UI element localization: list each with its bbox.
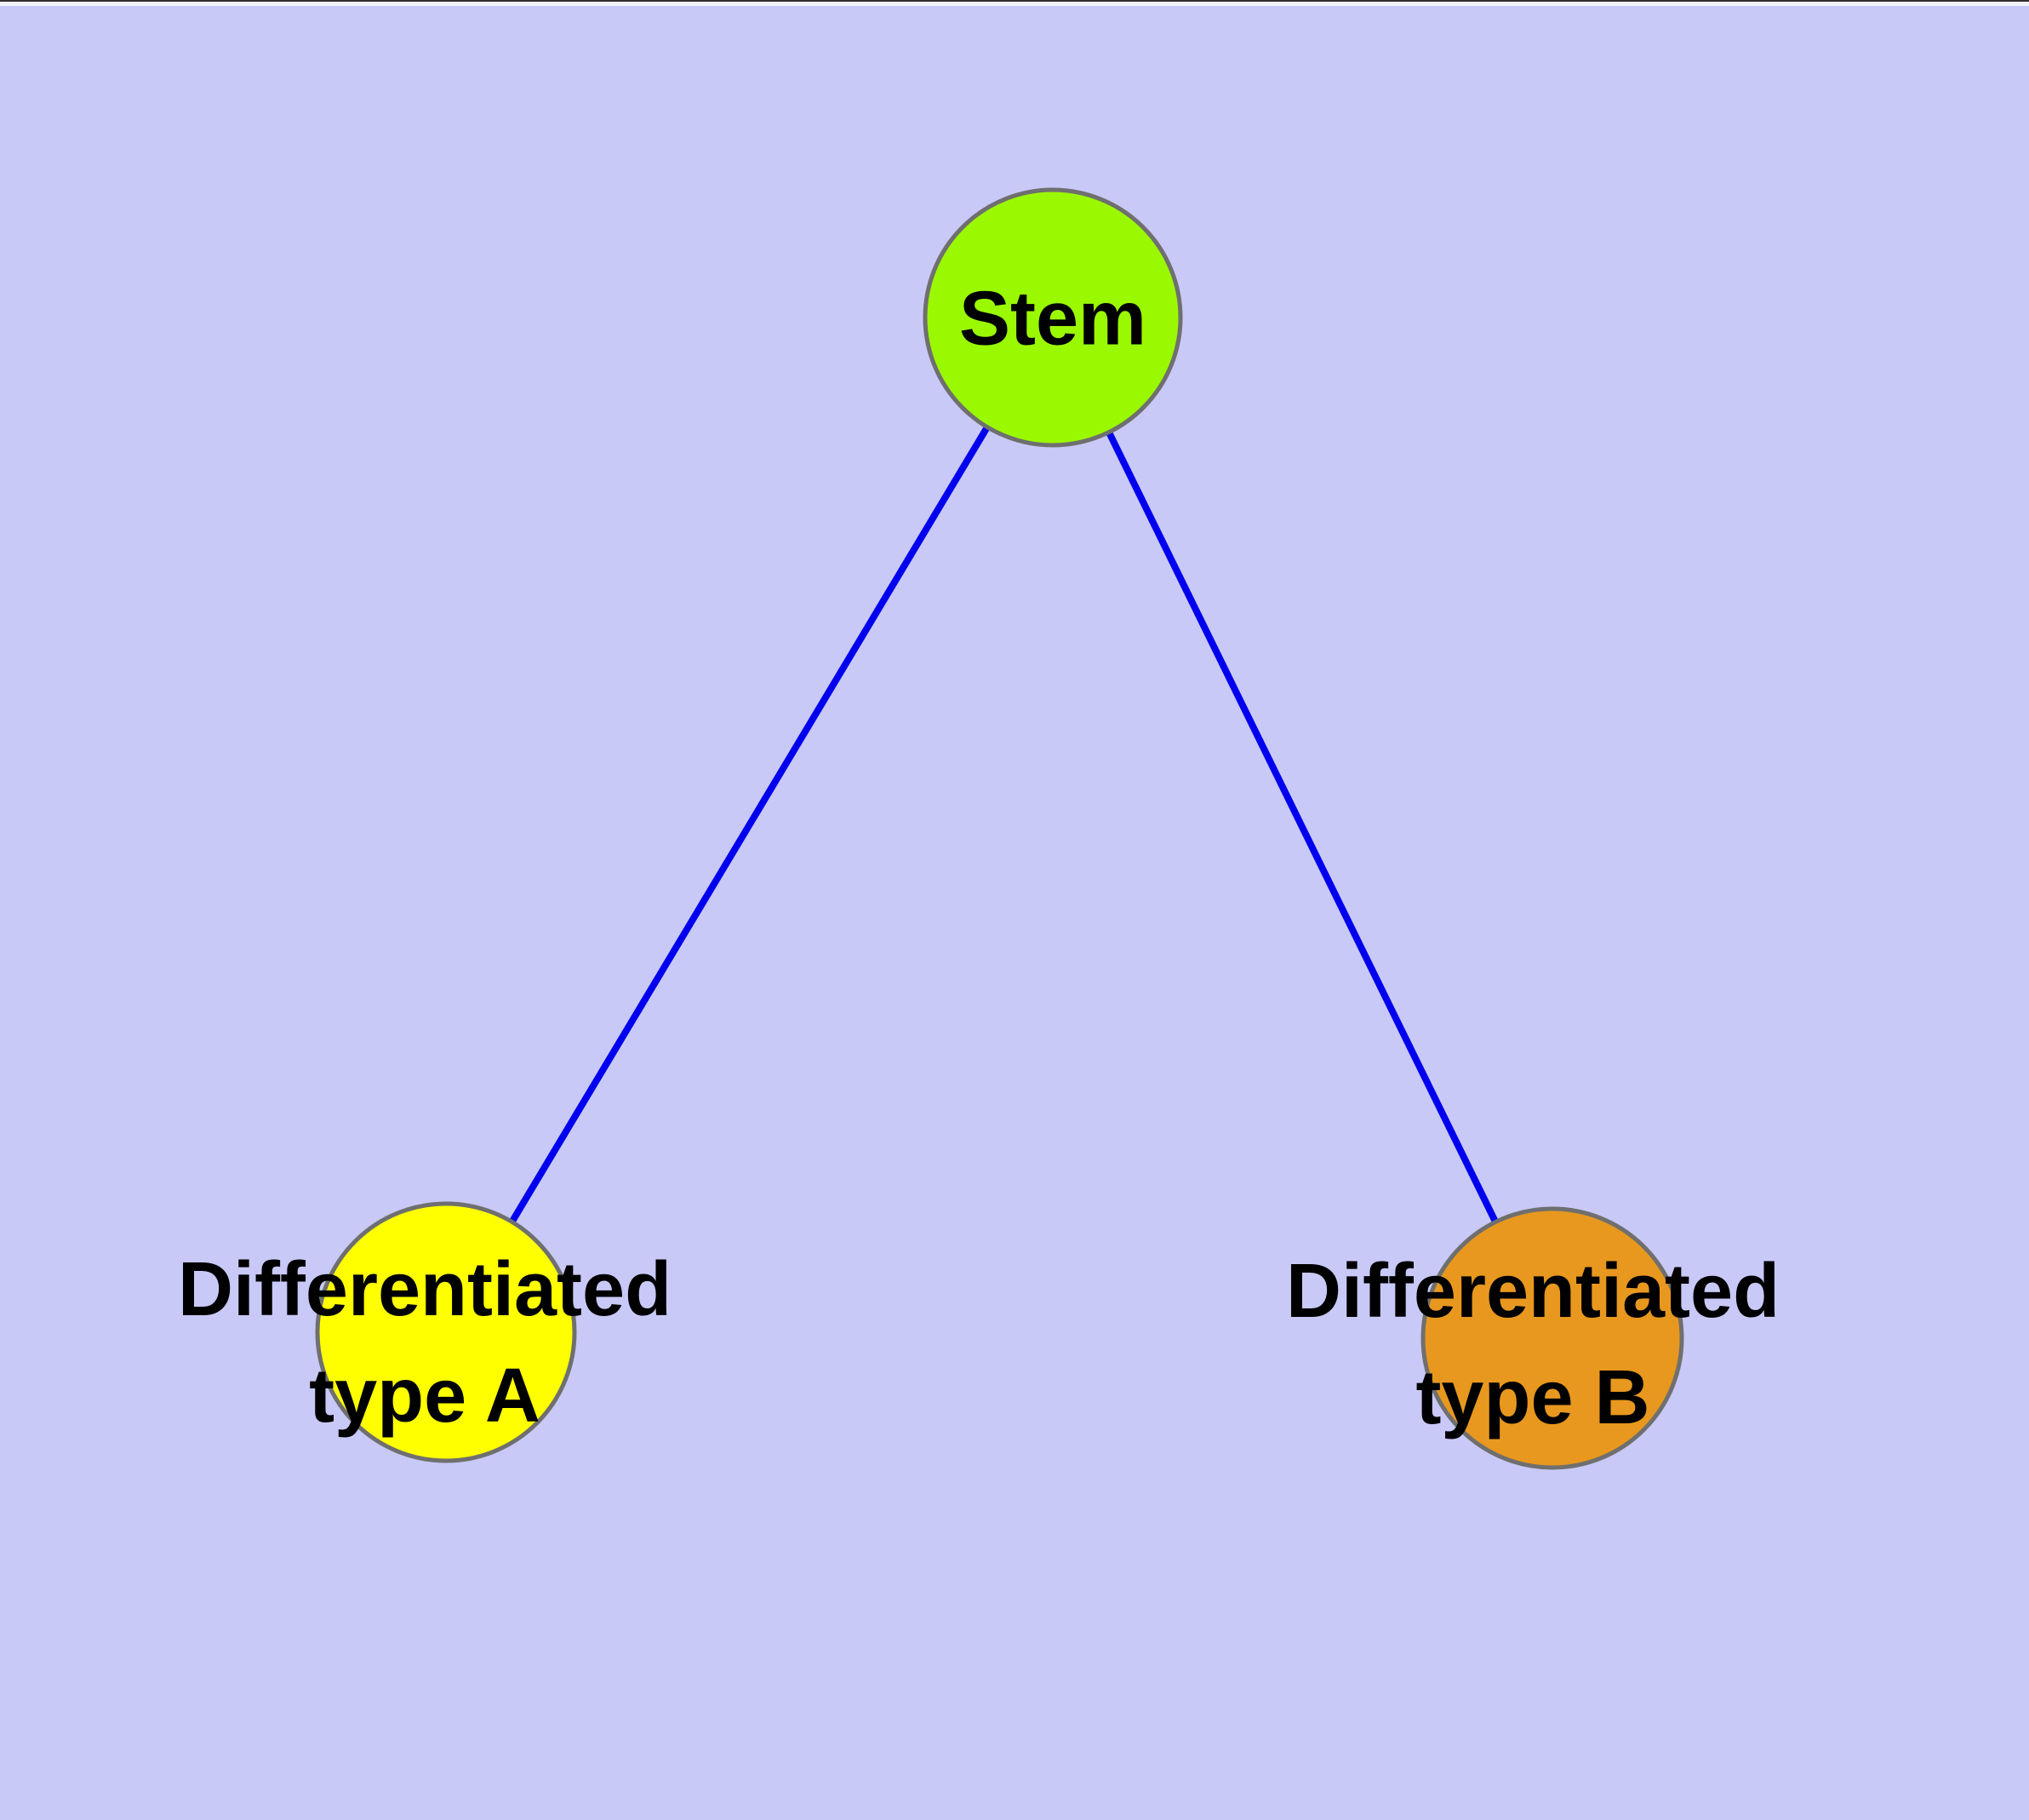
type-b-node — [1420, 1206, 1684, 1470]
type-a-node-label: Differentiated type A — [178, 1237, 672, 1450]
window-top-edge — [0, 0, 2029, 2]
type-b-label-line1: Differentiated — [1285, 1249, 1780, 1334]
type-a-node — [315, 1201, 577, 1463]
type-b-node-label: Differentiated type B — [1286, 1239, 1780, 1451]
stem-node-label: Stem — [958, 276, 1147, 362]
stem-node — [923, 187, 1183, 448]
edge-stem-to-type-b — [1049, 316, 1556, 1340]
edge-stem-to-type-a — [443, 315, 1056, 1335]
type-a-label-line2: type A — [309, 1354, 540, 1439]
type-a-label-line1: Differentiated — [177, 1247, 672, 1332]
type-b-label-line2: type B — [1415, 1355, 1650, 1440]
window-top-strip — [0, 2, 2029, 6]
